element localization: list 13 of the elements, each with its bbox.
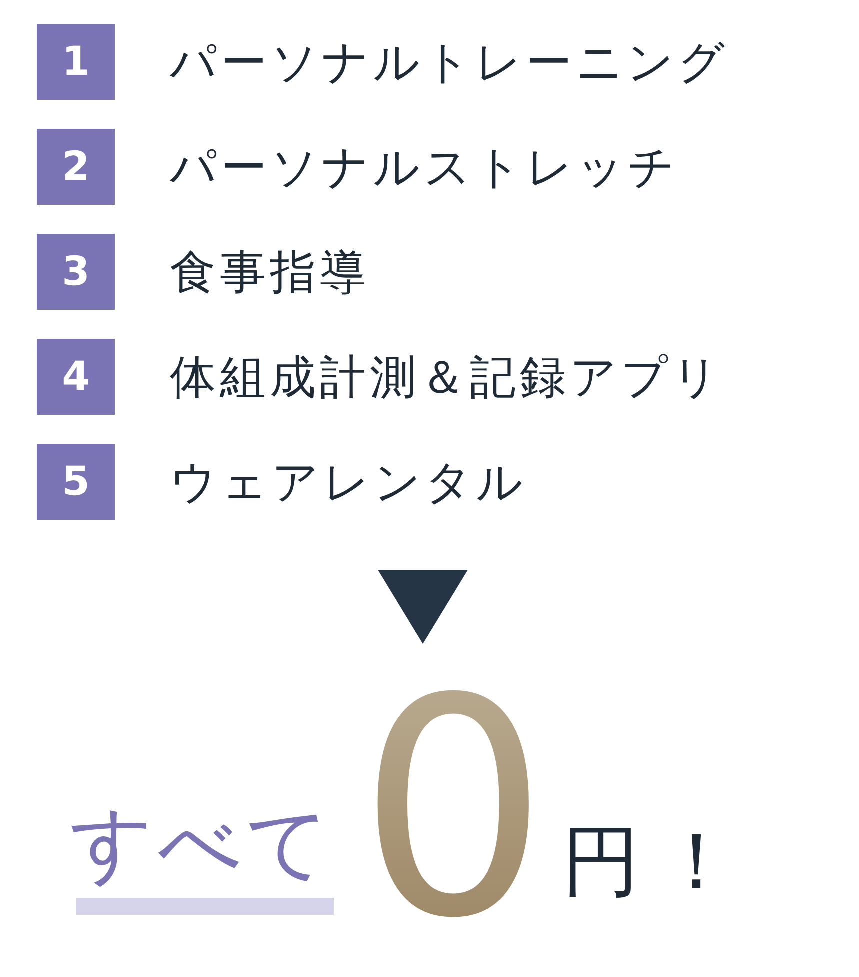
service-item-text: ウェアレンタル — [170, 454, 527, 511]
number-badge: 5 — [37, 444, 115, 520]
number-badge: 1 — [37, 24, 115, 100]
service-item-text: 食事指導 — [170, 244, 370, 301]
service-item-text: パーソナルストレッチ — [170, 139, 679, 196]
service-item-text: 体組成計測＆記録アプリ — [170, 349, 723, 406]
service-item-text: パーソナルトレーニング — [170, 34, 729, 91]
number-badge: 2 — [37, 129, 115, 205]
currency-text: 円！ — [562, 816, 754, 909]
number-badge: 3 — [37, 234, 115, 310]
emphasis-text: すべて — [70, 796, 334, 894]
number-badge: 4 — [37, 339, 115, 415]
down-triangle — [378, 570, 468, 644]
